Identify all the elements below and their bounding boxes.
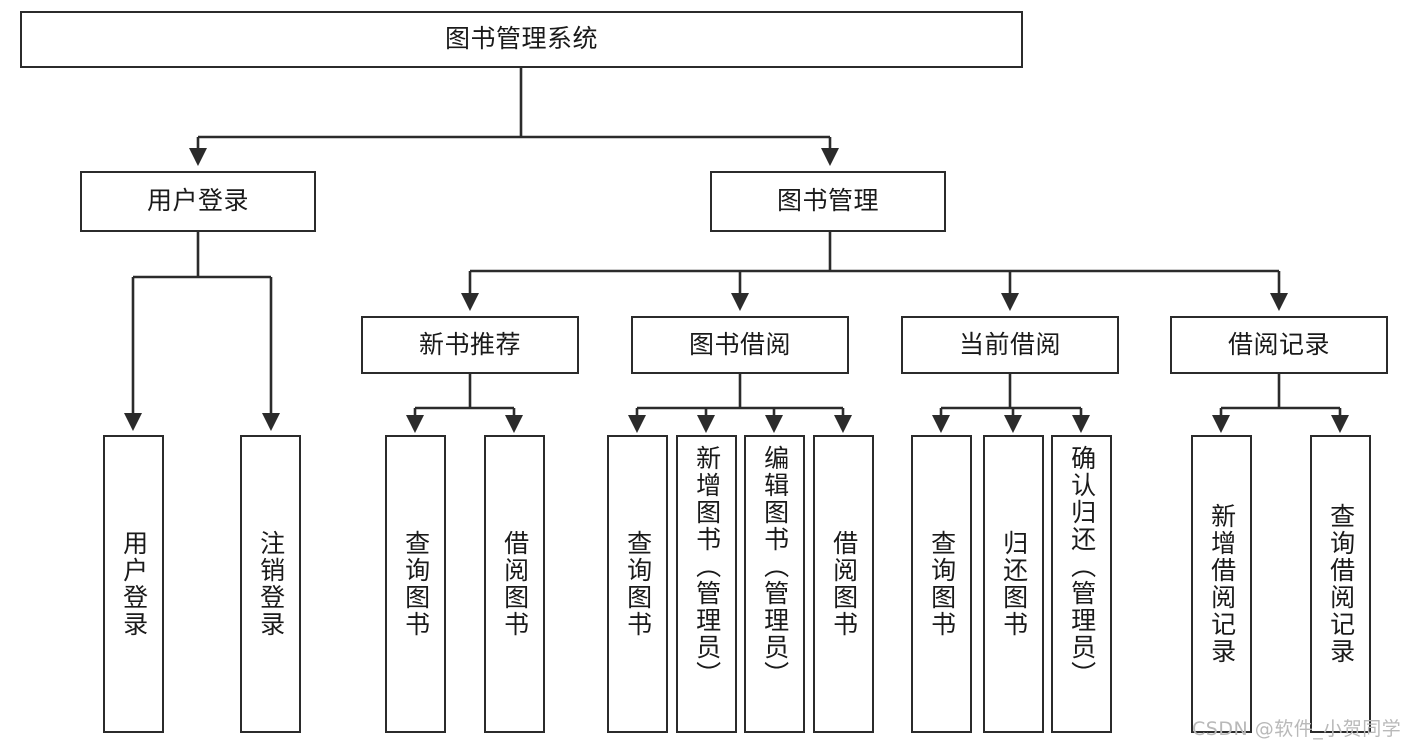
node-root-label: 图书管理系统 — [444, 24, 598, 54]
node-book-management[interactable]: 图书管理 — [710, 171, 946, 232]
leaf-node[interactable]: 归还图书 — [983, 435, 1044, 733]
leaf-node-label: 注销登录 — [256, 530, 286, 638]
leaf-node[interactable]: 编辑图书（管理员） — [744, 435, 805, 733]
leaf-node-label: 归还图书 — [999, 530, 1029, 638]
node-user-login-label: 用户登录 — [146, 186, 249, 216]
leaf-node-label: 查询借阅记录 — [1326, 503, 1356, 665]
leaf-node[interactable]: 查询图书 — [385, 435, 446, 733]
leaf-node[interactable]: 新增借阅记录 — [1191, 435, 1252, 733]
node-root[interactable]: 图书管理系统 — [20, 11, 1023, 68]
node-user-login[interactable]: 用户登录 — [80, 171, 316, 232]
leaf-node[interactable]: 查询图书 — [607, 435, 668, 733]
leaf-node-label: 确认归还（管理员） — [1067, 445, 1097, 688]
leaf-node[interactable]: 借阅图书 — [484, 435, 545, 733]
node-borrow-record-label: 借阅记录 — [1227, 329, 1330, 359]
node-book-borrow[interactable]: 图书借阅 — [631, 316, 849, 374]
leaf-node[interactable]: 注销登录 — [240, 435, 301, 733]
node-new-book-recommend[interactable]: 新书推荐 — [361, 316, 579, 374]
node-current-borrow-label: 当前借阅 — [958, 329, 1061, 359]
leaf-node[interactable]: 新增图书（管理员） — [676, 435, 737, 733]
leaf-node[interactable]: 查询图书 — [911, 435, 972, 733]
leaf-node-label: 查询图书 — [401, 530, 431, 638]
leaf-node-label: 借阅图书 — [500, 530, 530, 638]
node-new-book-recommend-label: 新书推荐 — [418, 329, 521, 359]
leaf-node[interactable]: 确认归还（管理员） — [1051, 435, 1112, 733]
leaf-node[interactable]: 借阅图书 — [813, 435, 874, 733]
leaf-node-label: 借阅图书 — [829, 530, 859, 638]
leaf-node[interactable]: 查询借阅记录 — [1310, 435, 1371, 733]
leaf-node-label: 新增借阅记录 — [1207, 503, 1237, 665]
leaf-node-label: 查询图书 — [623, 530, 653, 638]
leaf-node[interactable]: 用户登录 — [103, 435, 164, 733]
node-current-borrow[interactable]: 当前借阅 — [901, 316, 1119, 374]
node-book-management-label: 图书管理 — [776, 186, 879, 216]
node-book-borrow-label: 图书借阅 — [688, 329, 791, 359]
leaf-node-label: 用户登录 — [119, 530, 149, 638]
leaf-node-label: 编辑图书（管理员） — [760, 445, 790, 688]
node-borrow-record[interactable]: 借阅记录 — [1170, 316, 1388, 374]
leaf-node-label: 查询图书 — [927, 530, 957, 638]
leaf-node-label: 新增图书（管理员） — [692, 445, 722, 688]
watermark-text: CSDN @软件_小贺同学 — [1192, 718, 1402, 740]
